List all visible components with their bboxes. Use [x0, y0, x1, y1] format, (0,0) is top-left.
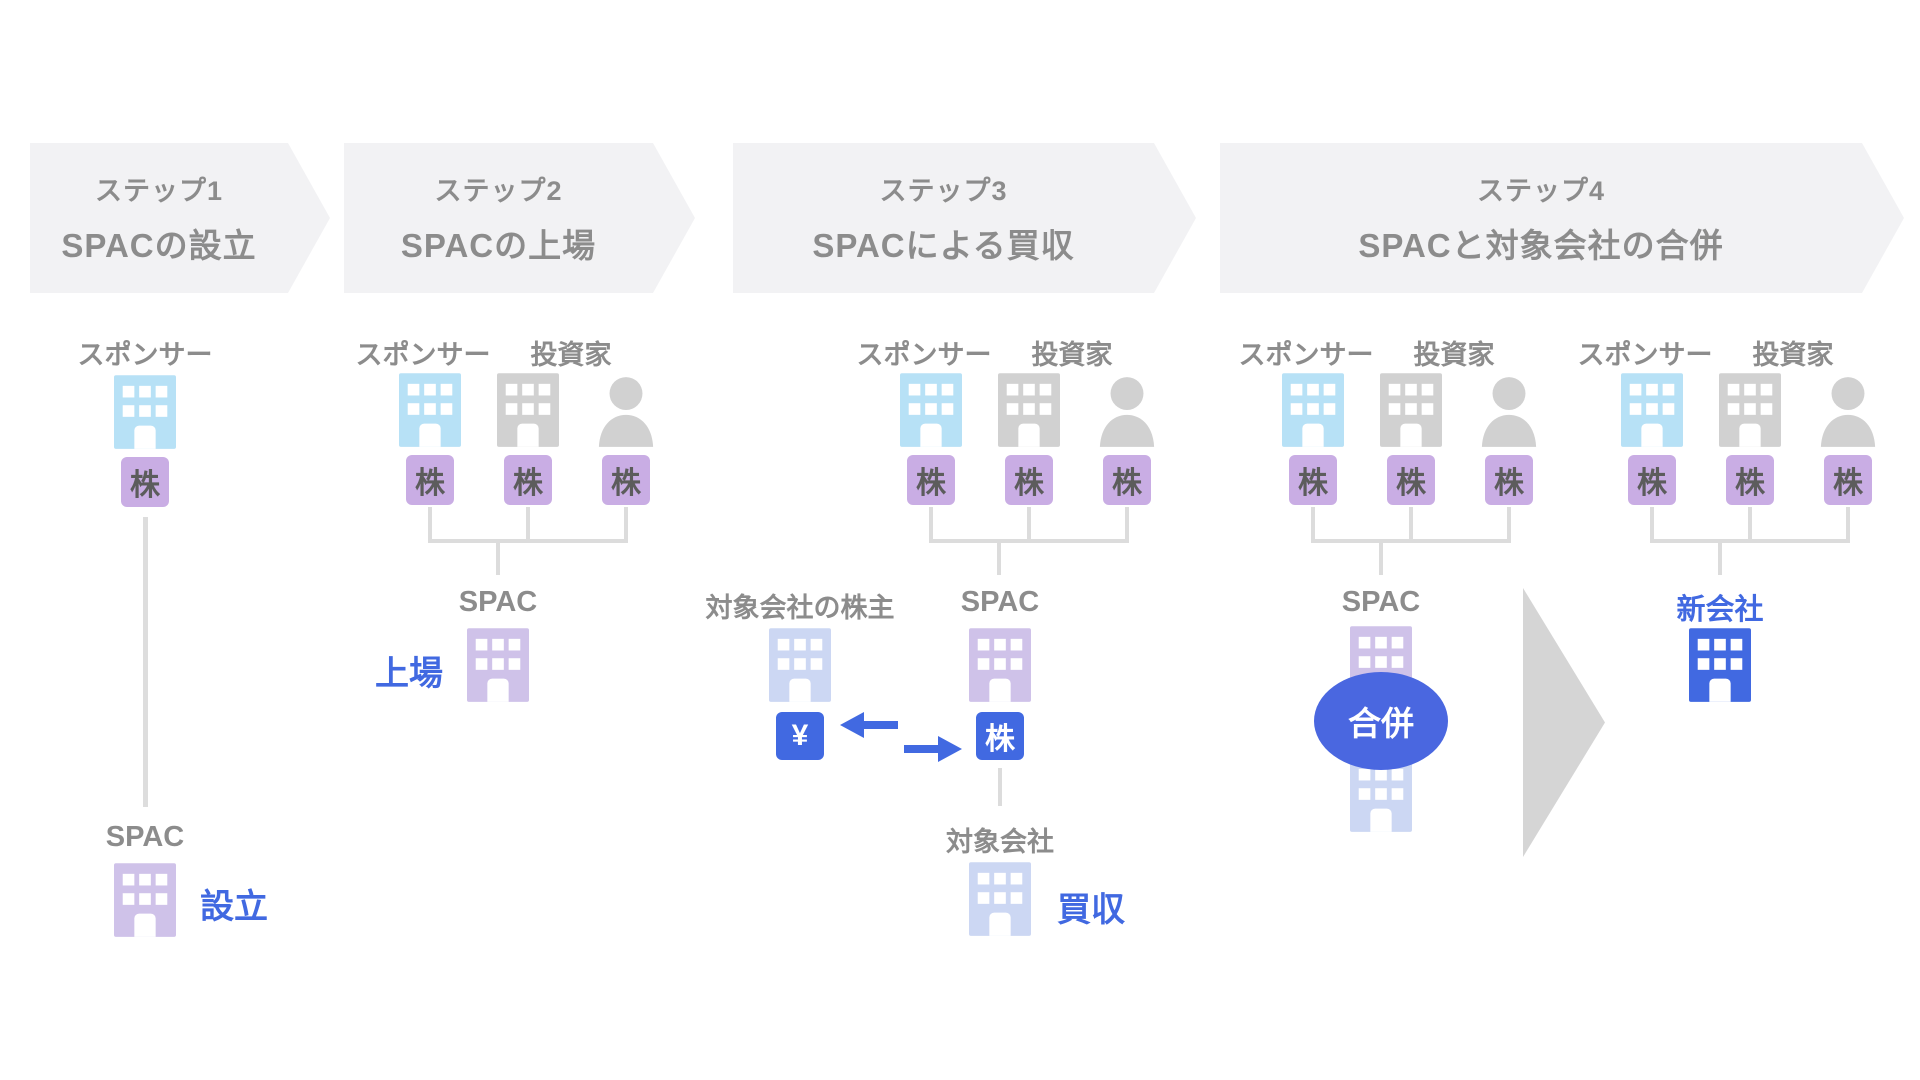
ownership-connector: [399, 507, 657, 575]
spac-building-icon: [969, 628, 1031, 702]
investor-building-icon: [1380, 373, 1442, 447]
share-badge: 株: [1628, 455, 1676, 505]
sponsor-building-icon: [900, 373, 962, 447]
sponsor-building-icon: [1621, 373, 1683, 447]
share-badge: 株: [907, 455, 955, 505]
step1-title: SPACの設立: [61, 227, 257, 264]
new-company-label: 新会社: [1676, 594, 1764, 626]
spac-label: SPAC: [105, 821, 185, 853]
step2-shareholders-group: スポンサー 投資家 株 株 株: [356, 333, 657, 575]
ownership-stub: [998, 768, 1002, 806]
step2-label: ステップ2: [434, 176, 563, 206]
sponsor-label: スポンサー: [355, 340, 491, 370]
sponsor-label: スポンサー: [1577, 340, 1713, 370]
step1-sponsor-column: スポンサー 株 SPAC 設立: [45, 333, 268, 937]
share-badge: 株: [1005, 455, 1053, 505]
cash-flow-arrow-icon: [840, 712, 898, 738]
step4-left-shareholders-group: スポンサー 投資家 株 株 株: [1239, 333, 1540, 575]
share-badge-blue: 株: [976, 712, 1024, 760]
investor-person-icon: [1478, 373, 1540, 447]
ownership-connector: [900, 507, 1158, 575]
spac-label: SPAC: [458, 586, 538, 618]
target-shareholders-building-icon: [769, 628, 831, 702]
step4-title: SPACと対象会社の合併: [1358, 227, 1724, 264]
share-badge: 株: [1824, 455, 1872, 505]
step3-title: SPACによる買収: [812, 227, 1075, 264]
sponsor-label: スポンサー: [856, 340, 992, 370]
step3-label: ステップ3: [879, 176, 1008, 206]
step2-spac-column: SPAC 上場: [375, 586, 598, 702]
investor-building-icon: [1719, 373, 1781, 447]
ownership-connector: [1282, 507, 1540, 575]
investor-building-icon: [998, 373, 1060, 447]
share-badge: 株: [1103, 455, 1151, 505]
investor-building-icon: [497, 373, 559, 447]
establish-note: 設立: [200, 888, 268, 926]
step3-banner: ステップ3 SPACによる買収: [733, 143, 1196, 293]
step3-target-shareholders-column: 対象会社の株主 ¥: [700, 586, 900, 760]
spac-building-icon: [467, 628, 529, 702]
investor-label: 投資家: [530, 340, 612, 370]
listing-note: 上場: [375, 655, 443, 693]
step2-banner: ステップ2 SPACの上場: [344, 143, 695, 293]
step4-banner: ステップ4 SPACと対象会社の合併: [1220, 143, 1904, 293]
step1-label: ステップ1: [94, 176, 224, 206]
share-badge: 株: [504, 455, 552, 505]
share-badge: 株: [121, 457, 169, 507]
spac-label: SPAC: [1341, 586, 1421, 618]
step2-title: SPACの上場: [400, 227, 597, 264]
sponsor-building-icon: [399, 373, 461, 447]
investor-person-icon: [1817, 373, 1879, 447]
share-badge: 株: [1726, 455, 1774, 505]
investor-person-icon: [1096, 373, 1158, 447]
sponsor-building-icon: [114, 375, 176, 449]
merger-ellipse: 合併: [1314, 672, 1448, 770]
step4-right-shareholders-group: スポンサー 投資家 株 株 株: [1578, 333, 1879, 575]
share-badge: 株: [1387, 455, 1435, 505]
share-badge: 株: [1485, 455, 1533, 505]
share-badge: 株: [1289, 455, 1337, 505]
target-company-building-icon: [969, 862, 1031, 936]
spac-building-icon: [114, 863, 176, 937]
investor-person-icon: [595, 373, 657, 447]
investor-label: 投資家: [1752, 340, 1834, 370]
ownership-line: [142, 517, 148, 807]
ownership-connector: [1621, 507, 1879, 575]
step4-merge-column: SPAC 合併: [1281, 586, 1481, 846]
sponsor-building-icon: [1282, 373, 1344, 447]
target-shareholders-label: 対象会社の株主: [705, 593, 895, 623]
step3-spac-column: SPAC 株 対象会社 買収: [900, 586, 1125, 936]
step4-label: ステップ4: [1476, 176, 1606, 206]
yen-badge: ¥: [776, 712, 824, 760]
sponsor-label: スポンサー: [1238, 340, 1374, 370]
step4-new-company-column: 新会社: [1620, 586, 1820, 702]
share-flow-arrow-icon: [904, 736, 962, 762]
share-badge: 株: [602, 455, 650, 505]
sponsor-label: スポンサー: [77, 340, 213, 370]
transition-triangle-icon: [1523, 588, 1605, 857]
step3-shareholders-group: スポンサー 投資家 株 株 株: [857, 333, 1158, 575]
new-company-building-icon: [1689, 628, 1751, 702]
spac-label: SPAC: [960, 586, 1040, 618]
target-company-label: 対象会社: [946, 827, 1054, 857]
step1-banner: ステップ1 SPACの設立: [30, 143, 330, 293]
investor-label: 投資家: [1031, 340, 1113, 370]
investor-label: 投資家: [1413, 340, 1495, 370]
share-badge: 株: [406, 455, 454, 505]
acquisition-note: 買収: [1057, 891, 1125, 929]
